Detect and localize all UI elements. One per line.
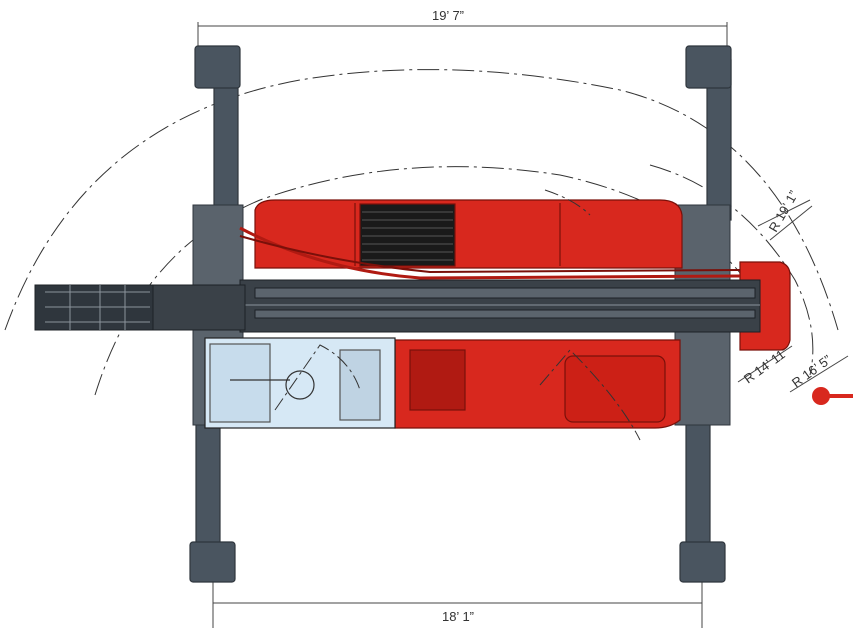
outrigger-bottom-left-pad [189,541,236,583]
top-width-label: 19’ 7” [432,8,464,23]
top-width-dimension [197,22,728,60]
panel-swing [544,189,591,216]
operator-cab [204,337,396,429]
radius-mid-annotation [789,355,849,393]
upper-body [254,199,791,429]
bottom-width-label: 18’ 1” [442,609,474,624]
battery-box [409,349,466,411]
cab-door-swing [274,344,361,411]
radius-outer-annotation [757,199,813,241]
mid-swing-arc [649,164,814,376]
telescopic-boom [34,226,761,333]
outer-swing-arc [4,69,839,331]
radius-inner-annotation [737,345,793,383]
engine-grille [359,203,456,267]
inner-swing-arc [94,166,761,396]
outrigger-bottom-right-beam [685,414,711,556]
outrigger-bottom-right-pad [679,541,726,583]
hydraulic-tank [564,355,666,423]
engine-cover [254,199,683,269]
red-pivot-marker-icon [812,387,853,405]
outrigger-bottom-left-beam [195,414,221,556]
hood-swing [539,349,641,441]
boom-head [149,284,246,331]
radius-mid-label: R 16’ 5” [789,352,834,391]
outrigger-top-right-pad [685,45,732,89]
bottom-width-dimension [212,580,703,628]
outrigger-top-left-pad [194,45,241,89]
